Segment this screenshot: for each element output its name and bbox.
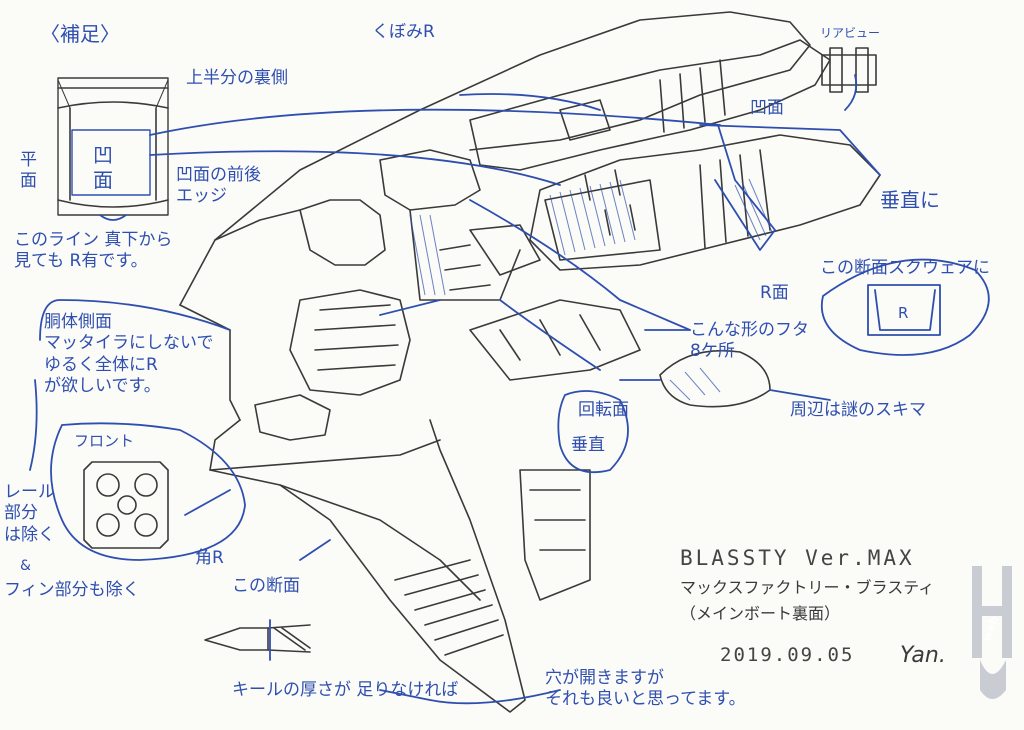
caption-title: BLASSTY Ver.MAX [680,546,915,570]
r-in-box-label: R [898,304,909,322]
rear-view-label: リアビュー [820,26,881,40]
r-face-label: R面 [760,283,789,303]
vertical-right-label: 垂直に [880,188,940,212]
line-note: このライン 真下から 見ても R有です。 [14,230,173,272]
keel-note: キールの厚さが 足りなければ [232,680,459,700]
kubomi-r-label: くぼみR [372,22,435,42]
lid-note: こんな形のフタ 8ケ所 [690,320,809,362]
supplement-label: 〈補足〉 [40,22,120,46]
rail-note: レール 部分 は除く [4,482,55,545]
concave-right-label: 凹面 [750,98,784,118]
svg-text:web: web [980,614,1001,643]
corner-r-label: 角R [195,548,224,568]
gap-note: 周辺は謎のスキマ [790,400,926,420]
flat-face-label: 平 面 [20,150,37,192]
front-view-label: フロント [74,432,135,450]
caption-signature: Yan. [900,643,946,668]
hobby-web-logo: web [972,566,1012,699]
caption-date: 2019.09.05 [720,644,855,666]
concave-face-label: 凹 面 [93,143,113,192]
square-section-label: この断面スクウェアに [820,258,990,278]
caption-paren: （メインボート裏面） [680,604,841,623]
rotation-face-label: 回転面 [578,400,629,420]
concave-edge-label: 凹面の前後 エッジ [176,165,261,207]
caption-subtitle: マックスファクトリー・ブラスティ [680,578,935,597]
vertical-mid-label: 垂直 [571,435,605,455]
section-label-bottom: この断面 [232,576,300,596]
upper-back-label: 上半分の裏側 [186,68,288,88]
fin-note: フィン部分も除く [4,580,140,600]
hole-note: 穴が開きますが それも良いと思ってます。 [545,668,746,710]
and-mark: & [20,558,31,574]
hull-side-note: 胴体側面 マッタイラにしないで ゆるく全体にR が欲しいです。 [44,312,214,396]
